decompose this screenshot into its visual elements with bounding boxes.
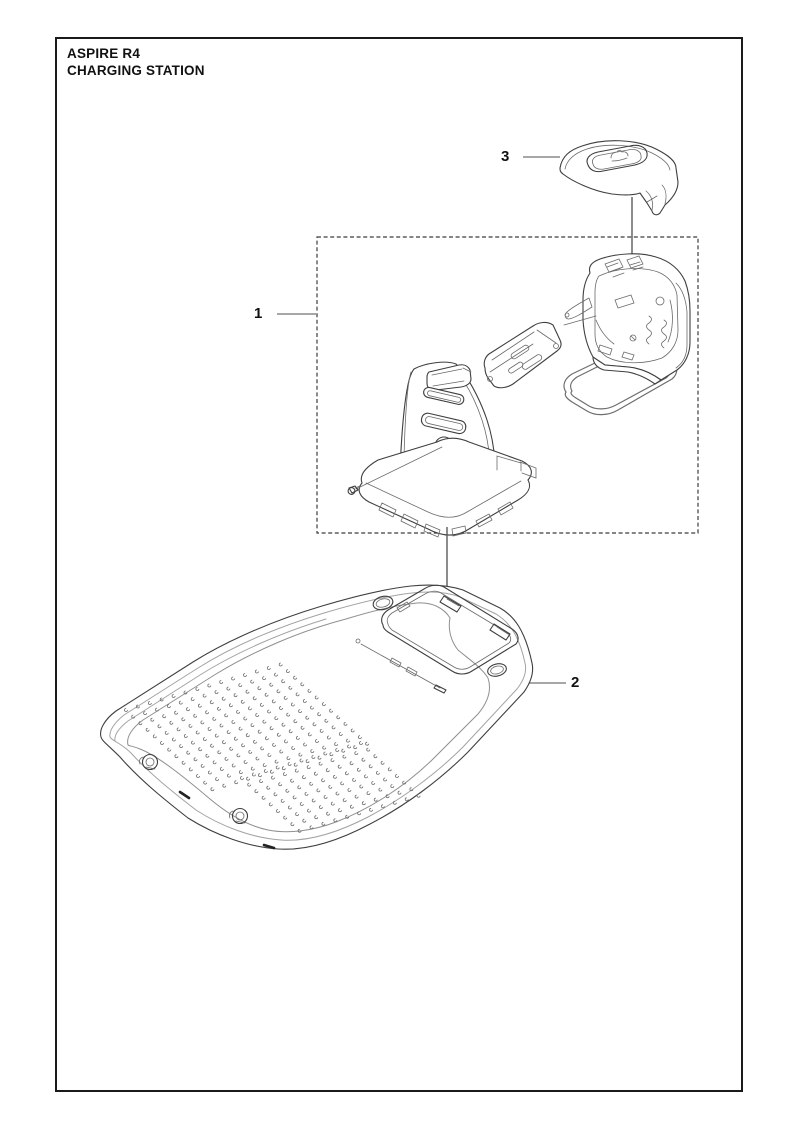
assembly-group-box — [316, 236, 699, 534]
alignment-mark — [178, 790, 191, 800]
screw-part — [347, 485, 361, 495]
section-title: CHARGING STATION — [67, 63, 205, 78]
board-foot — [553, 343, 559, 349]
drainage-holes-field — [124, 662, 370, 792]
tower-lower-slot — [420, 412, 467, 435]
board-foot — [487, 376, 493, 382]
base-plate-part — [100, 584, 534, 850]
screw-pointer-line — [355, 446, 443, 490]
charge-contacts — [564, 255, 673, 361]
drainage-holes-field — [240, 741, 421, 833]
callout-number-2: 2 — [571, 674, 580, 691]
rear-housing-part — [564, 253, 691, 385]
charge-board-part — [483, 315, 597, 389]
station-cutout — [381, 584, 519, 675]
top-cover-part — [559, 140, 679, 216]
grommet — [139, 753, 159, 771]
page-title: ASPIRE R4 CHARGING STATION — [67, 45, 205, 79]
callout-number-3: 3 — [501, 148, 510, 165]
station-tower-part — [347, 361, 537, 628]
tower-top-button — [426, 364, 472, 391]
oval-hole — [372, 595, 394, 611]
board-pointer-line — [563, 315, 597, 326]
page-border — [55, 37, 743, 1092]
alignment-mark — [262, 843, 276, 850]
base-plate-outline — [100, 584, 534, 850]
model-title: ASPIRE R4 — [67, 46, 141, 61]
deck-seam — [355, 638, 447, 694]
grommet — [229, 807, 249, 825]
tower-base-skirt — [358, 437, 532, 536]
logo-badge-outline — [586, 144, 648, 173]
oval-hole — [487, 663, 507, 677]
tower-upper-slot — [423, 386, 465, 405]
callout-number-1: 1 — [254, 305, 263, 322]
husqvarna-crown-icon — [610, 150, 629, 162]
